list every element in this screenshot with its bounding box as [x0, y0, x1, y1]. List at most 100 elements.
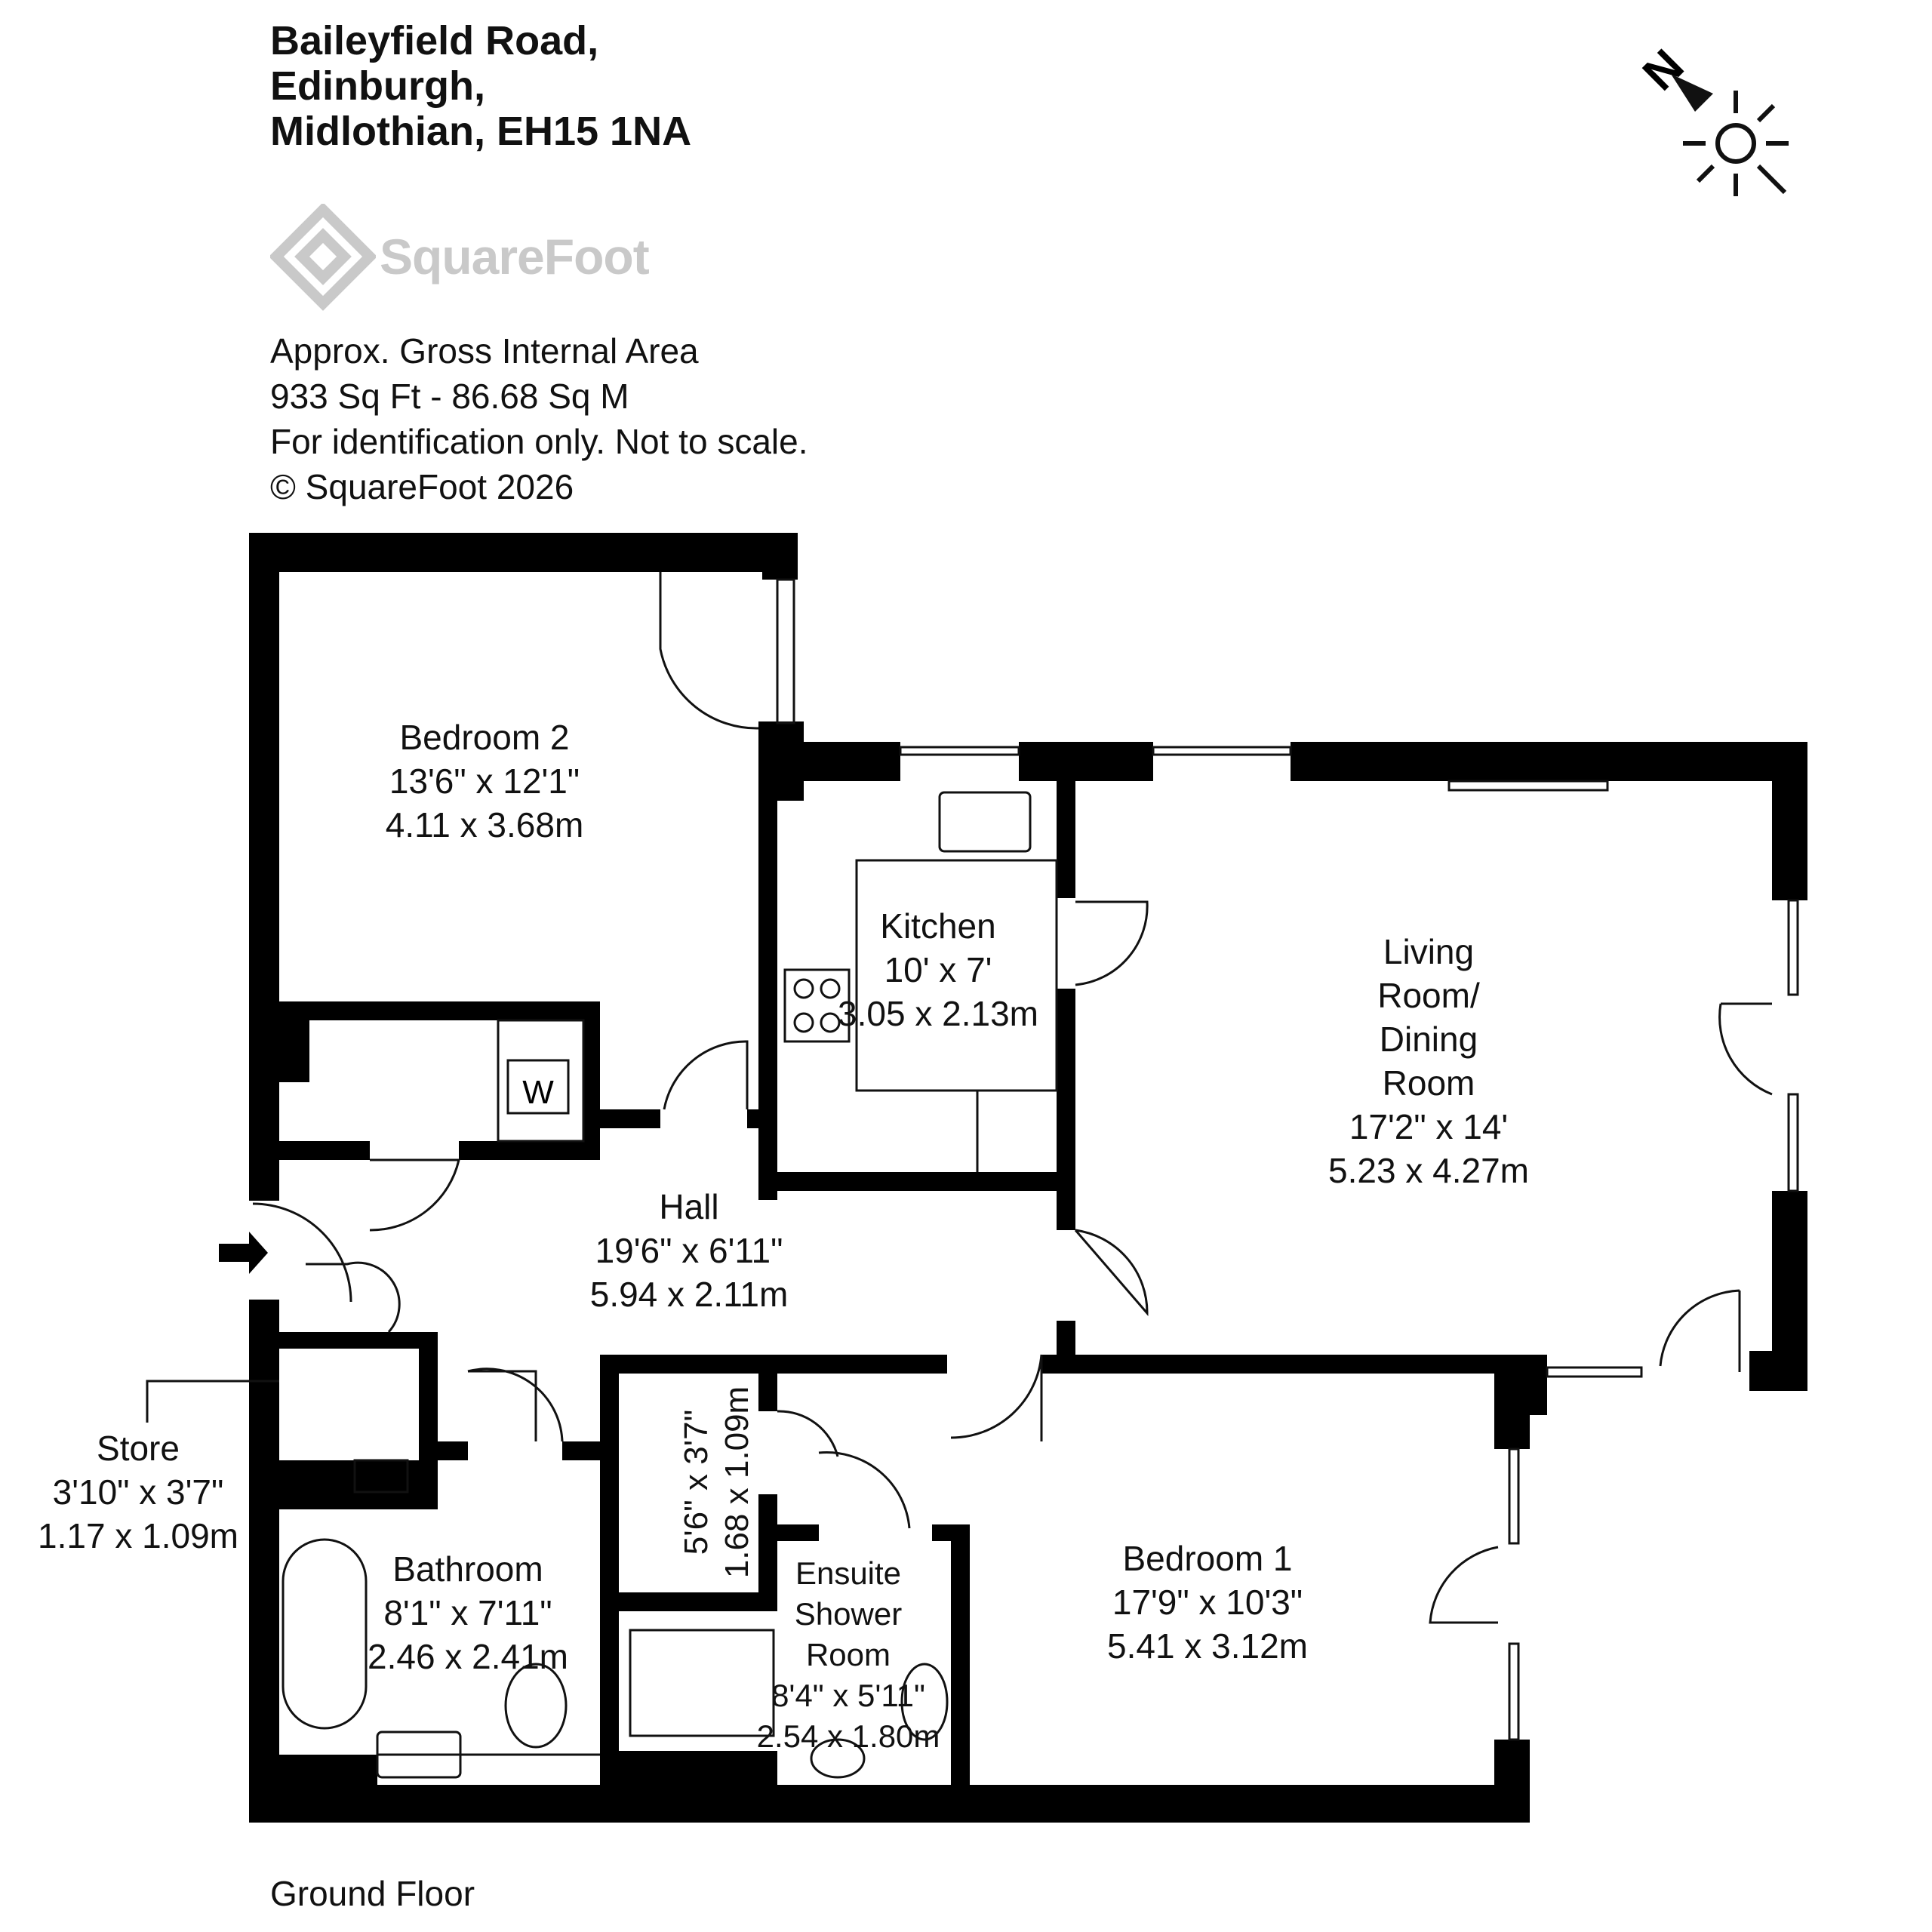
wall-kitchen-top-mid: [1019, 742, 1153, 781]
room-living-dining: Living Room/ Dining Room 17'2" x 14' 5.2…: [1328, 930, 1529, 1192]
room-hall: Hall 19'6" x 6'11" 5.94 x 2.11m: [590, 1185, 789, 1316]
window-bed1-1: [1508, 1447, 1520, 1545]
wall-hall-stub-right: [747, 1109, 777, 1128]
wall-left-lower: [249, 1300, 279, 1823]
wall-wardrobe-left-block: [279, 1020, 309, 1082]
door-closet: [777, 1410, 839, 1457]
wall-living-corner: [1749, 1351, 1807, 1391]
wall-living-top: [1291, 742, 1807, 781]
wall-living-right-upper: [1772, 742, 1807, 900]
wall-hall-top-mid: [459, 1141, 600, 1160]
wall-ensuite-right: [951, 1524, 970, 1823]
door-bathroom: [467, 1367, 564, 1442]
wall-hall-top-left: [279, 1141, 370, 1160]
room-bedroom-2: Bedroom 2 13'6" x 12'1" 4.11 x 3.68m: [386, 715, 584, 847]
room-ensuite: Ensuite Shower Room 8'4" x 5'11" 2.54 x …: [757, 1553, 940, 1757]
room-name: Bedroom 2: [399, 718, 570, 757]
ensuite-toilet-icon: [900, 1663, 949, 1741]
hob-ring-icon: [793, 978, 814, 999]
window-bed1-2: [1508, 1642, 1520, 1741]
fixtures: [146, 572, 1799, 1779]
wardrobe-label: W: [522, 1074, 554, 1111]
hob-ring-icon: [793, 1012, 814, 1033]
wall-left-upper: [249, 533, 279, 1201]
disclaimer: For identification only. Not to scale.: [270, 422, 808, 461]
wall-bed1-top: [1041, 1355, 1547, 1374]
sink-icon: [938, 791, 1032, 853]
room-imperial: 19'6" x 6'11": [595, 1231, 783, 1270]
wall-hall-stub: [600, 1109, 660, 1128]
door-living-side: [1718, 1002, 1773, 1096]
store-callout-line: [146, 1380, 279, 1423]
room-metric: 2.54 x 1.80m: [756, 1718, 940, 1754]
washer-icon: [506, 1059, 570, 1115]
wall-ensuite-stub: [758, 1374, 777, 1411]
wall-bed2-bottom: [279, 1001, 600, 1020]
room-metric: 2.46 x 2.41m: [368, 1637, 568, 1676]
wall-wardrobe-right: [583, 1001, 600, 1160]
wardrobe: [497, 1019, 585, 1143]
room-store: Store 3'10" x 3'7" 1.17 x 1.09m: [38, 1426, 238, 1558]
wall-corner-top: [762, 533, 798, 580]
room-imperial: 10' x 7': [884, 950, 992, 989]
floor-label: Ground Floor: [270, 1874, 475, 1913]
door-ensuite: [818, 1451, 911, 1529]
room-metric: 5.23 x 4.27m: [1328, 1151, 1529, 1190]
wall-ensuite-ledge: [758, 1524, 819, 1541]
room-metric: 3.05 x 2.13m: [838, 994, 1038, 1033]
area-value: 933 Sq Ft - 86.68 Sq M: [270, 377, 629, 416]
address-line-1: Baileyfield Road,: [270, 18, 599, 63]
wall-bath-right: [600, 1355, 619, 1823]
room-metric: 1.68 x 1.09m: [718, 1386, 755, 1579]
wall-kitchen-top-left: [758, 742, 900, 781]
toilet-icon: [504, 1663, 568, 1749]
area-title: Approx. Gross Internal Area: [270, 331, 699, 371]
wall-bath-top-right: [562, 1441, 600, 1460]
wall-closet-bottom: [619, 1592, 777, 1611]
wall-bath-top-left: [438, 1441, 468, 1460]
room-metric: 4.11 x 3.68m: [385, 805, 584, 844]
radiator-living: [1447, 780, 1609, 792]
hob-ring-icon: [820, 978, 841, 999]
room-name: Bedroom 1: [1122, 1539, 1293, 1578]
room-name-line-2: Room/: [1377, 976, 1480, 1015]
room-bathroom: Bathroom 8'1" x 7'11" 2.46 x 2.41m: [368, 1547, 568, 1678]
room-bedroom-1: Bedroom 1 17'9" x 10'3" 5.41 x 3.12m: [1107, 1537, 1308, 1668]
door-store: [306, 1261, 401, 1334]
door-living-exterior: [1659, 1289, 1741, 1372]
door-wardrobe: [369, 1158, 460, 1232]
wall-store-bottom: [279, 1460, 438, 1509]
hob-ring-icon: [820, 1012, 841, 1033]
door-bed1-side: [1429, 1546, 1499, 1624]
wall-kitchen-bottom: [758, 1172, 1075, 1191]
wall-kitchen-left: [758, 781, 777, 1200]
compass: N: [1633, 40, 1789, 196]
kitchen-counter: [855, 859, 1058, 1092]
room-name-line-1: Living: [1383, 932, 1475, 971]
room-name-line-4: Room: [1382, 1063, 1475, 1103]
shower-tray-icon: [629, 1629, 775, 1737]
window-living-right-1: [1787, 899, 1799, 996]
room-metric: 1.17 x 1.09m: [38, 1516, 238, 1555]
room-metric: 5.41 x 3.12m: [1107, 1626, 1308, 1666]
wall-kitchen-right-lower: [1057, 989, 1075, 1230]
entrance-arrow-icon: [219, 1232, 268, 1274]
door-bed1: [950, 1354, 1043, 1441]
room-name-line-1: Ensuite: [795, 1555, 902, 1591]
logo-wordmark: SquareFoot: [380, 229, 650, 285]
wall-bottom: [249, 1785, 1530, 1823]
room-name-line-3: Dining: [1379, 1020, 1478, 1059]
room-imperial: 17'9" x 10'3": [1112, 1583, 1303, 1622]
window-living-right-2: [1787, 1093, 1799, 1192]
room-imperial: 13'6" x 12'1": [389, 761, 580, 801]
wall-closet-right: [758, 1494, 777, 1611]
wall-ensuite-top: [600, 1355, 947, 1374]
room-imperial: 5'6" x 3'7": [678, 1409, 715, 1555]
window-living-bottom: [1546, 1366, 1643, 1378]
room-name: Store: [97, 1429, 180, 1468]
walls: [249, 533, 1807, 1823]
bath-icon: [281, 1538, 368, 1730]
wall-store-top: [279, 1332, 438, 1349]
address-line-3: Midlothian, EH15 1NA: [270, 109, 692, 154]
